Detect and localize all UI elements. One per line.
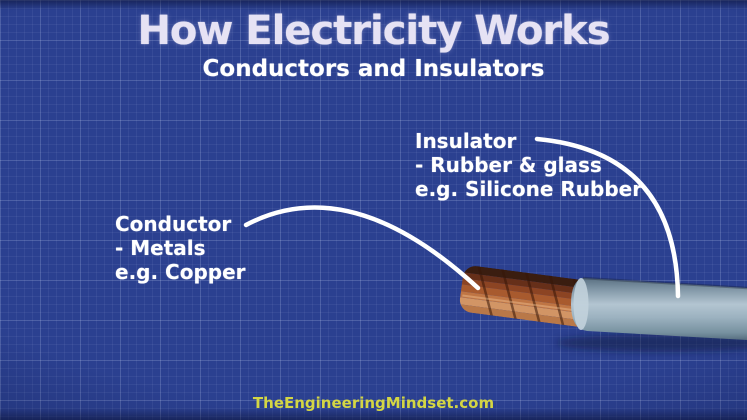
page-subtitle: Conductors and Insulators [202,56,545,82]
header: How Electricity Works Conductors and Ins… [0,8,747,82]
page-title: How Electricity Works [137,8,610,54]
insulator-callout: Insulator - Rubber & glass e.g. Silicone… [415,129,642,201]
insulator-heading: Insulator [415,129,517,153]
insulation-cut-face [573,278,589,330]
conductor-detail-2: e.g. Copper [115,260,246,284]
conductor-detail-1: - Metals [115,236,206,260]
insulator-detail-2: e.g. Silicone Rubber [415,177,643,201]
conductor-callout: Conductor - Metals e.g. Copper [115,212,246,284]
insulator-detail-1: - Rubber & glass [415,153,602,177]
conductor-pointer-line [243,205,481,291]
watermark: TheEngineeringMindset.com [252,394,495,412]
conductor-heading: Conductor [115,212,232,236]
